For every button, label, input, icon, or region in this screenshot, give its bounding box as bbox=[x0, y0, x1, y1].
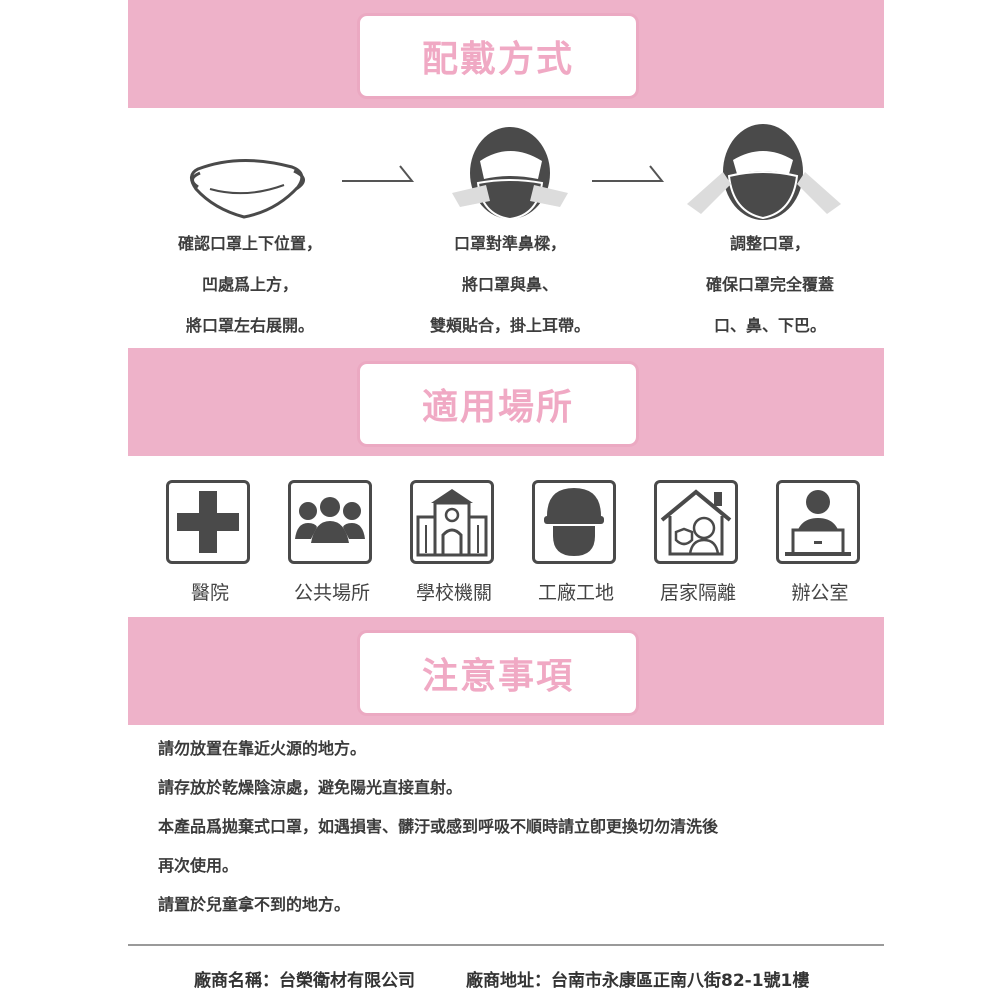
note-item: 請勿放置在靠近火源的地方。 bbox=[158, 739, 367, 758]
venue-label: 醫院 bbox=[190, 582, 229, 604]
home-elderly-icon bbox=[660, 489, 732, 556]
section-title-venues: 適用場所 bbox=[357, 361, 639, 447]
arrow-right-icon bbox=[342, 165, 415, 182]
step-line: 調整口罩， bbox=[729, 234, 810, 253]
step-line: 口罩對準鼻樑， bbox=[453, 234, 566, 253]
venue-public-place bbox=[288, 480, 376, 564]
notes-list: 請勿放置在靠近火源的地方。 請存放於乾燥陰涼處，避免陽光直接直射。 本產品爲拋棄… bbox=[158, 738, 718, 933]
venue-label: 學校機關 bbox=[415, 582, 492, 604]
person-fitting-mask-icon bbox=[452, 127, 568, 221]
school-building-icon bbox=[416, 489, 488, 557]
step-3-text: 調整口罩， 確保口罩完全覆蓋 口、鼻、下巴。 bbox=[650, 233, 890, 356]
venue-label: 公共場所 bbox=[293, 582, 370, 604]
arrow-right-icon bbox=[592, 165, 665, 182]
step-2-text: 口罩對準鼻樑， 將口罩與鼻、 雙頰貼合，掛上耳帶。 bbox=[390, 233, 630, 356]
people-group-icon bbox=[295, 497, 365, 543]
step-line: 凹處爲上方， bbox=[201, 275, 298, 294]
manufacturer-address: 廠商地址：台南市永康區正南八街82-1號1樓 bbox=[466, 971, 810, 991]
manufacturer-name: 廠商名稱：台榮衛材有限公司 bbox=[194, 971, 415, 991]
venue-home-quarantine bbox=[654, 480, 742, 564]
step-line: 口、鼻、下巴。 bbox=[713, 316, 826, 335]
note-item: 請存放於乾燥陰涼處，避免陽光直接直射。 bbox=[158, 778, 463, 797]
venue-label: 辦公室 bbox=[791, 582, 849, 604]
venue-label: 工廠工地 bbox=[537, 582, 614, 604]
venue-hospital bbox=[166, 480, 254, 564]
note-item: 本產品爲拋棄式口罩，如遇損害、髒汙或感到呼吸不順時請立卽更換切勿清洗後 bbox=[158, 817, 719, 836]
note-item: 再次使用。 bbox=[158, 856, 239, 875]
mask-flat-icon bbox=[190, 159, 305, 219]
step-line: 將口罩左右展開。 bbox=[185, 316, 314, 335]
venue-office bbox=[776, 480, 864, 564]
venue-school bbox=[410, 480, 498, 564]
step-line: 確保口罩完全覆蓋 bbox=[705, 275, 834, 294]
step-line: 確認口罩上下位置， bbox=[177, 234, 322, 253]
hospital-cross-icon bbox=[177, 491, 239, 553]
step-1-text: 確認口罩上下位置， 凹處爲上方， 將口罩左右展開。 bbox=[130, 233, 370, 356]
note-item: 請置於兒童拿不到的地方。 bbox=[158, 895, 351, 914]
footer-divider bbox=[128, 944, 884, 946]
step-line: 將口罩與鼻、 bbox=[461, 275, 558, 294]
hard-hat-worker-icon bbox=[544, 488, 604, 556]
office-worker-icon bbox=[785, 490, 851, 556]
venue-factory-site bbox=[532, 480, 620, 564]
section-title-wearing: 配戴方式 bbox=[357, 13, 639, 99]
venue-label: 居家隔離 bbox=[659, 582, 736, 604]
person-adjusting-mask-icon bbox=[687, 124, 841, 220]
section-title-notes: 注意事項 bbox=[357, 630, 639, 716]
step-line: 雙頰貼合，掛上耳帶。 bbox=[429, 316, 590, 335]
